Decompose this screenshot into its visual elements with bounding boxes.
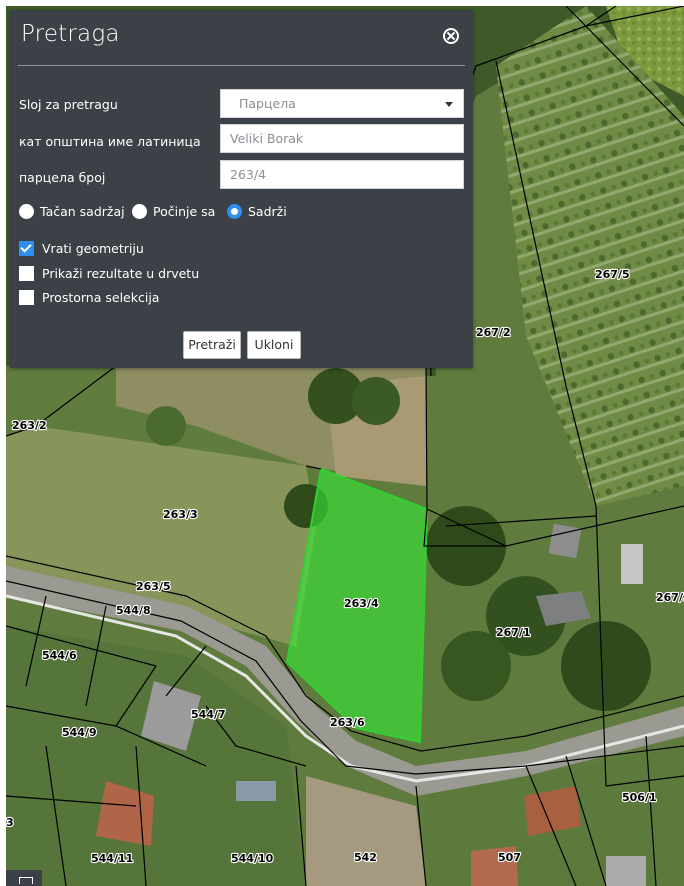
parcel-number-input[interactable] [220, 160, 464, 189]
checkbox-label: Prikaži rezultate u drvetu [42, 266, 200, 281]
parcel-label: 263/2 [12, 419, 47, 432]
close-icon[interactable] [443, 28, 459, 44]
radio-contains[interactable]: Sadrži [227, 204, 287, 219]
parcel-label: 267/1 [496, 626, 531, 639]
radio-exact-match[interactable]: Tačan sadržaj [19, 204, 125, 219]
parcel-label: 544/10 [231, 852, 274, 865]
parcel-label: 3 [6, 816, 14, 829]
search-panel: Pretraga Sloj za pretragu Парцела кат оп… [10, 10, 473, 368]
show-in-tree-checkbox[interactable]: Prikaži rezultate u drvetu [19, 266, 199, 281]
parcel-label-layer: 267/5 267/2 263/2 263/3 263/5 544/8 544/… [6, 267, 684, 866]
road [6, 566, 684, 796]
checkbox-icon[interactable] [19, 266, 34, 281]
orchard-field [496, 6, 684, 506]
parcel-label: 263/3 [163, 508, 198, 521]
radio-circle[interactable] [19, 204, 34, 219]
parcel-label: 267/5 [595, 268, 630, 281]
road-marking [6, 594, 684, 783]
crop-field [606, 6, 684, 96]
building [236, 781, 276, 801]
municipality-input[interactable] [220, 124, 464, 153]
parcel-label: 542 [354, 851, 377, 864]
house-roof [536, 591, 591, 626]
lower-west-area [6, 626, 306, 886]
chevron-down-icon [445, 102, 453, 107]
layer-select[interactable]: Парцела [220, 89, 464, 118]
parcel-label: 506/1 [622, 791, 657, 804]
building [621, 544, 643, 584]
parcel-label: 544/6 [42, 649, 77, 662]
parcel-label: 267/3 [656, 591, 684, 604]
radio-label: Počinje sa [153, 204, 216, 219]
parcel-label: 507 [498, 851, 521, 864]
spatial-selection-checkbox[interactable]: Prostorna selekcija [19, 290, 159, 305]
parcel-label: 544/11 [91, 852, 133, 865]
layer-label: Sloj za pretragu [19, 97, 118, 112]
radio-starts-with[interactable]: Počinje sa [132, 204, 215, 219]
plowed-field [306, 776, 426, 886]
parcel-label: 263/5 [136, 580, 171, 593]
checkbox-label: Prostorna selekcija [42, 290, 160, 305]
parcel-label: 263/6 [330, 716, 365, 729]
parcel-label: 544/7 [191, 708, 226, 721]
checkbox-checked-icon[interactable] [19, 241, 34, 256]
parcel-label: 263/4 [344, 597, 379, 610]
title-divider [18, 65, 465, 66]
house-roof [141, 681, 201, 751]
highlighted-parcel[interactable] [285, 467, 429, 744]
search-button[interactable]: Pretraži [183, 331, 241, 359]
radio-circle-selected[interactable] [227, 204, 242, 219]
parcel-label: 267/2 [476, 326, 511, 339]
house-roof [524, 786, 581, 836]
radio-label: Tačan sadržaj [40, 204, 125, 219]
parcel-label: 544/9 [62, 726, 97, 739]
clear-button[interactable]: Ukloni [247, 331, 301, 359]
radio-circle[interactable] [132, 204, 147, 219]
checkbox-icon[interactable] [19, 290, 34, 305]
house-roof [471, 846, 518, 886]
building [606, 856, 646, 886]
parcel-label: 544/8 [116, 604, 151, 617]
meadow-263-3 [6, 426, 316, 646]
return-geometry-checkbox[interactable]: Vrati geometriju [19, 241, 144, 256]
checkbox-label: Vrati geometriju [42, 241, 144, 256]
municipality-label: кат општина име латиница [19, 134, 201, 149]
parcel-number-label: парцела број [19, 170, 106, 185]
layer-select-value: Парцела [239, 96, 296, 111]
radio-label: Sadrži [248, 204, 287, 219]
panel-title: Pretraga [21, 21, 120, 47]
map-layers-button[interactable] [6, 870, 42, 886]
building [548, 523, 582, 559]
